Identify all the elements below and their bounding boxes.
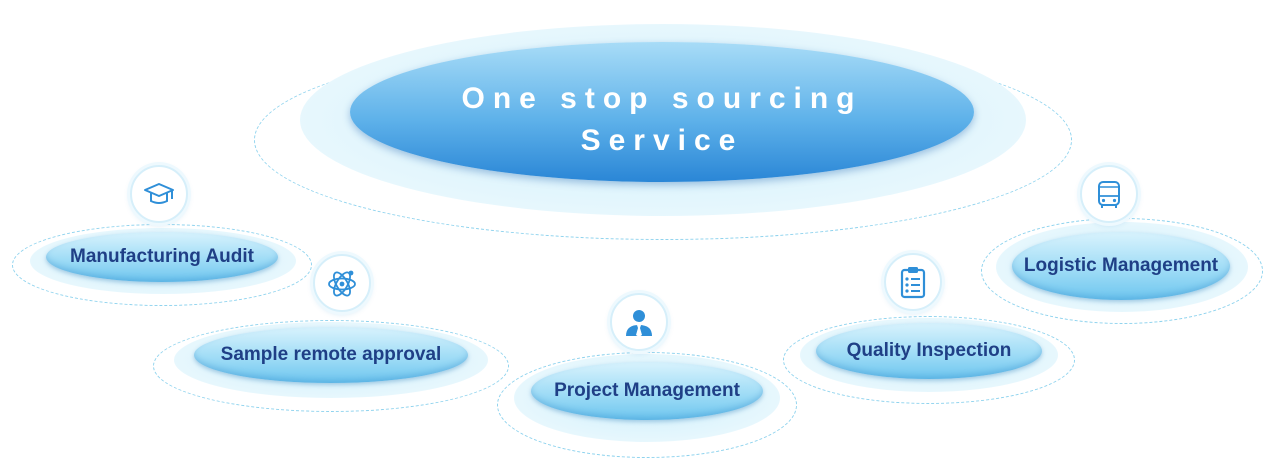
graduation-cap-glyph [144, 183, 174, 204]
service-pill: Sample remote approval [194, 327, 468, 383]
user-tie-icon [610, 293, 668, 351]
main-title-line2: Service [580, 124, 744, 157]
service-pill: Quality Inspection [816, 323, 1042, 379]
service-label: Quality Inspection [846, 340, 1012, 361]
service-pill: Logistic Management [1012, 232, 1230, 300]
service-dashed-ring [497, 352, 797, 458]
service-dashed-ring [12, 224, 312, 306]
service-pill: Manufacturing Audit [46, 232, 278, 282]
main-title-line1: One stop sourcing [461, 82, 863, 115]
service-pill: Project Management [531, 362, 763, 420]
bus-icon [1080, 165, 1138, 223]
clipboard-list-icon [884, 253, 942, 311]
user-tie-glyph [626, 310, 652, 337]
atom-glyph [328, 270, 356, 297]
service-dashed-ring [783, 316, 1075, 404]
main-ellipse: One stop sourcing Service [350, 42, 974, 182]
service-label: Logistic Management [1023, 255, 1219, 276]
graduation-cap-icon [130, 165, 188, 223]
bus-glyph [1098, 181, 1120, 208]
clipboard-list-glyph [900, 267, 926, 299]
service-label: Project Management [554, 380, 740, 401]
service-label: Manufacturing Audit [70, 246, 254, 267]
service-dashed-ring [153, 320, 509, 412]
atom-icon [313, 254, 371, 312]
service-label: Sample remote approval [220, 344, 442, 365]
